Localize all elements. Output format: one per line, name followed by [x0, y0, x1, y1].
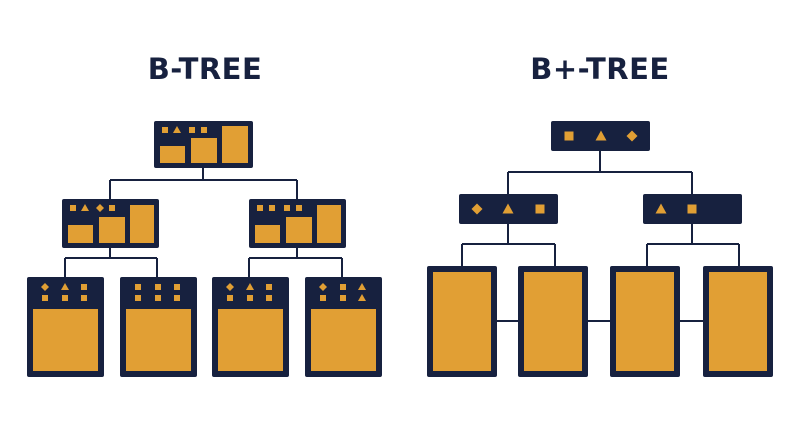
- btree-leaf-node: [120, 277, 197, 377]
- square-key-icon: [162, 127, 168, 133]
- triangle-key-icon: [246, 283, 254, 290]
- bplus-internal-node: [459, 194, 558, 224]
- square-key-icon: [269, 205, 275, 211]
- btree-leaf-node: [212, 277, 289, 377]
- square-key-icon: [81, 284, 87, 290]
- key-slot: [160, 146, 185, 163]
- square-key-icon: [70, 205, 76, 211]
- square-key-icon: [340, 295, 346, 301]
- triangle-key-icon: [358, 294, 366, 301]
- square-key-icon: [296, 205, 302, 211]
- square-key-icon: [266, 295, 272, 301]
- triangle-key-icon: [61, 283, 69, 290]
- bplus-leaf-node: [427, 266, 497, 377]
- square-key-icon: [42, 295, 48, 301]
- diamond-key-icon: [626, 130, 638, 142]
- diamond-key-icon: [96, 204, 104, 212]
- btree-diagram: [27, 121, 382, 377]
- bplus-leaf-node: [610, 266, 680, 377]
- record-block: [433, 272, 491, 371]
- record-block: [524, 272, 582, 371]
- bplus-leaf-node: [518, 266, 588, 377]
- square-key-icon: [135, 284, 141, 290]
- square-key-icon: [155, 295, 161, 301]
- square-key-icon: [266, 284, 272, 290]
- square-key-icon: [247, 295, 253, 301]
- bplus-internal-node: [643, 194, 742, 224]
- square-key-icon: [81, 295, 87, 301]
- square-key-icon: [109, 205, 115, 211]
- square-key-icon: [155, 284, 161, 290]
- record-block: [126, 309, 191, 371]
- square-key-icon: [201, 127, 207, 133]
- key-slot: [99, 217, 125, 243]
- square-key-icon: [227, 295, 233, 301]
- square-key-icon: [62, 295, 68, 301]
- square-key-icon: [564, 131, 574, 141]
- record-block: [311, 309, 376, 371]
- square-key-icon: [174, 284, 180, 290]
- key-slot: [255, 225, 280, 243]
- key-slot: [130, 205, 154, 243]
- diamond-key-icon: [226, 283, 234, 291]
- btree-leaf-node: [27, 277, 104, 377]
- triangle-key-icon: [173, 126, 181, 133]
- bplus-leaf-node: [703, 266, 773, 377]
- square-key-icon: [174, 295, 180, 301]
- triangle-key-icon: [595, 130, 607, 141]
- square-key-icon: [257, 205, 263, 211]
- square-key-icon: [284, 205, 290, 211]
- key-slot: [222, 126, 248, 163]
- record-block: [218, 309, 283, 371]
- bplus-tree-title: B+-TREE: [530, 52, 670, 86]
- diamond-key-icon: [471, 203, 483, 215]
- square-key-icon: [687, 204, 697, 214]
- triangle-key-icon: [81, 204, 89, 211]
- record-block: [616, 272, 674, 371]
- key-slot: [68, 225, 93, 243]
- bplus-root-node: [551, 121, 650, 151]
- btree-internal-node: [62, 199, 159, 248]
- btree-leaf-node: [305, 277, 382, 377]
- diamond-key-icon: [41, 283, 49, 291]
- btree-root-node: [154, 121, 253, 168]
- square-key-icon: [135, 295, 141, 301]
- btree-title: B-TREE: [147, 52, 263, 86]
- triangle-key-icon: [655, 203, 667, 214]
- square-key-icon: [340, 284, 346, 290]
- square-key-icon: [535, 204, 545, 214]
- record-block: [709, 272, 767, 371]
- btree-internal-node: [249, 199, 346, 248]
- key-slot: [191, 138, 217, 163]
- key-slot: [317, 205, 341, 243]
- square-key-icon: [189, 127, 195, 133]
- triangle-key-icon: [358, 283, 366, 290]
- square-key-icon: [320, 295, 326, 301]
- diamond-key-icon: [319, 283, 327, 291]
- triangle-key-icon: [502, 203, 514, 214]
- key-slot: [286, 217, 312, 243]
- bplus-tree-diagram: [427, 121, 773, 377]
- record-block: [33, 309, 98, 371]
